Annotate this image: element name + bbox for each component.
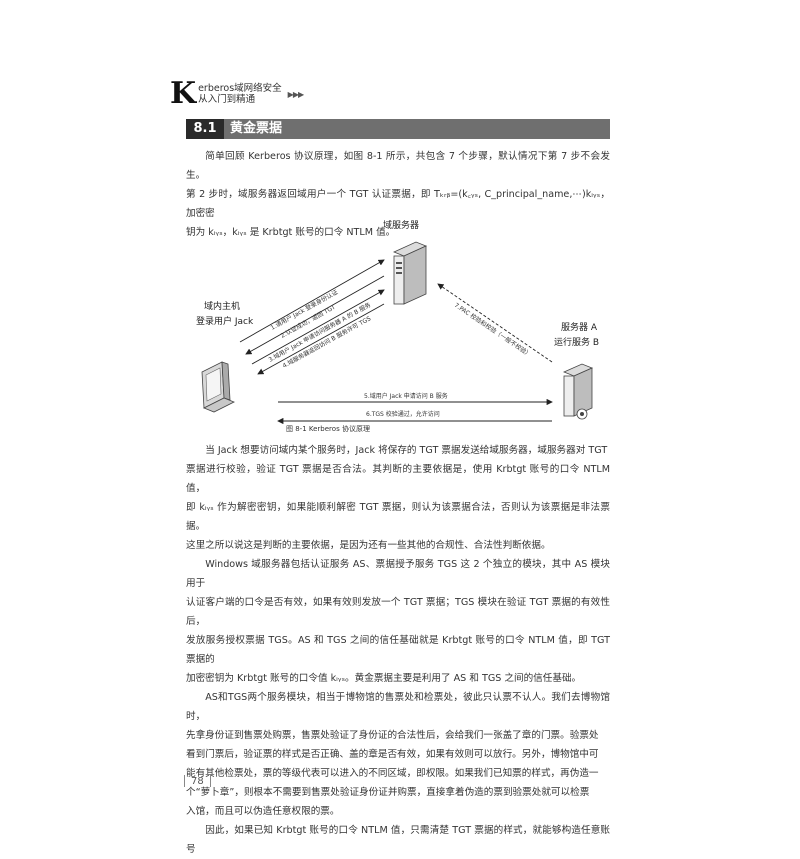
text-line: 因此，如果已知 Krbtgt 账号的口令 NTLM 值，只需清楚 TGT 票据的…	[186, 825, 610, 855]
arrow-step2	[245, 275, 385, 355]
arrow-step4	[257, 303, 385, 375]
header-title-line2: 从入门到精通	[198, 94, 256, 105]
section-bar	[186, 119, 610, 139]
arrow-step3	[251, 289, 385, 365]
text-line: 钥为 kᵢᵧₛ，kᵢᵧₛ 是 Krbtgt 账号的口令 NTLM 值。	[186, 227, 396, 238]
text-line: 认证客户端的口令是否有效，如果有效则发放一个 TGT 票据；TGS 模块在验证 …	[186, 597, 610, 627]
text-line: Windows 域服务器包括认证服务 AS、票据授予服务 TGS 这 2 个独立…	[186, 559, 610, 589]
step7-label: 7.PAC 校验和校验（一般不校验）	[453, 301, 533, 359]
text-line: 这里之所以说这是判断的主要依据，是因为还有一些其他的合规性、合法性判断依据。	[186, 540, 551, 551]
text-line: 发放服务授权票据 TGS。AS 和 TGS 之间的信任基础就是 Krbtgt 账…	[186, 635, 610, 665]
step6-label: 6.TGS 校验通过，允许访问	[366, 410, 440, 418]
header-title-line1: erberos域网络安全	[198, 83, 282, 94]
domain-server-label: 域服务器	[383, 219, 419, 231]
header-logo-letter: K	[170, 76, 197, 111]
page-number: 78	[191, 776, 204, 787]
service-label-line1: 服务器 A	[561, 321, 598, 333]
figure-caption: 图 8-1 Kerberos 协议原理	[286, 424, 370, 433]
text-line: 加密密钥为 Krbtgt 账号的口令值 kᵢᵧₛ。黄金票据主要是利用了 AS 和…	[186, 673, 582, 684]
client-computer-icon	[201, 361, 235, 413]
domain-server-icon	[392, 241, 428, 305]
text-line: AS和TGS两个服务模块，相当于博物馆的售票处和检票处，彼此只认票不认人。我们去…	[186, 692, 610, 722]
text-line: 票据进行校验，验证 TGT 票据是否合法。其判断的主要依据是，使用 Krbtgt…	[186, 464, 610, 494]
kerberos-diagram: 域服务器 域内主机 登录用户 Jack 服务器 A 运行服务 B 1.请用户 J…	[196, 219, 599, 433]
body-text: 当 Jack 想要访问域内某个服务时，Jack 将保存的 TGT 票据发送给域服…	[186, 441, 610, 859]
arrow-step1	[239, 259, 385, 343]
arrow-step7	[437, 283, 553, 363]
text-line: 即 kᵢᵧₛ 作为解密密钥，如果能顺利解密 TGT 票据，则认为该票据合法，否则…	[186, 502, 610, 532]
section-number: 8.1	[186, 119, 224, 139]
text-line: 个“萝卜章”，则根本不需要到售票处验证身份证并购票，直接拿着伪造的票到验票处就可…	[186, 787, 590, 798]
text-line: 能有其他检票处，票的等级代表可以进入的不同区域，即权限。如果我们已知票的样式，再…	[186, 768, 599, 779]
text-line: 看到门票后，验证票的样式是否正确、盖的章是否有效，如果有效则可以放行。另外，博物…	[186, 749, 599, 760]
section-title: 黄金票据	[230, 121, 283, 136]
header-arrows-icon: ▶▶▶	[287, 89, 305, 99]
text-line: 当 Jack 想要访问域内某个服务时，Jack 将保存的 TGT 票据发送给域服…	[205, 445, 608, 456]
text-line: 简单回顾 Kerberos 协议原理，如图 8-1 所示，共包含 7 个步骤，默…	[186, 151, 610, 181]
text-line: 先拿身份证到售票处购票，售票处验证了身份证的合法性后，会给我们一张盖了章的门票。…	[186, 730, 599, 741]
running-header: K erberos域网络安全 从入门到精通 ▶▶▶	[170, 76, 305, 111]
header-title: erberos域网络安全 从入门到精通	[198, 83, 282, 105]
text-line: 入馆，而且可以伪造任意权限的票。	[186, 806, 340, 817]
page-footer: 78	[178, 775, 217, 787]
client-label-line1: 域内主机	[204, 300, 240, 312]
step5-label: 5.域用户 Jack 申请访问 B 服务	[364, 392, 448, 400]
text-line: 第 2 步时，域服务器返回域用户一个 TGT 认证票据，即 Tₖᵣᵦ=(k꜀ᵧₛ…	[186, 189, 610, 219]
intro-paragraph: 简单回顾 Kerberos 协议原理，如图 8-1 所示，共包含 7 个步骤，默…	[186, 147, 610, 242]
client-label-line2: 登录用户 Jack	[196, 315, 254, 327]
book-page: K erberos域网络安全 从入门到精通 ▶▶▶ 8.1 黄金票据 简单回顾 …	[170, 76, 610, 855]
service-label-line2: 运行服务 B	[554, 336, 599, 348]
service-server-icon	[562, 363, 594, 420]
